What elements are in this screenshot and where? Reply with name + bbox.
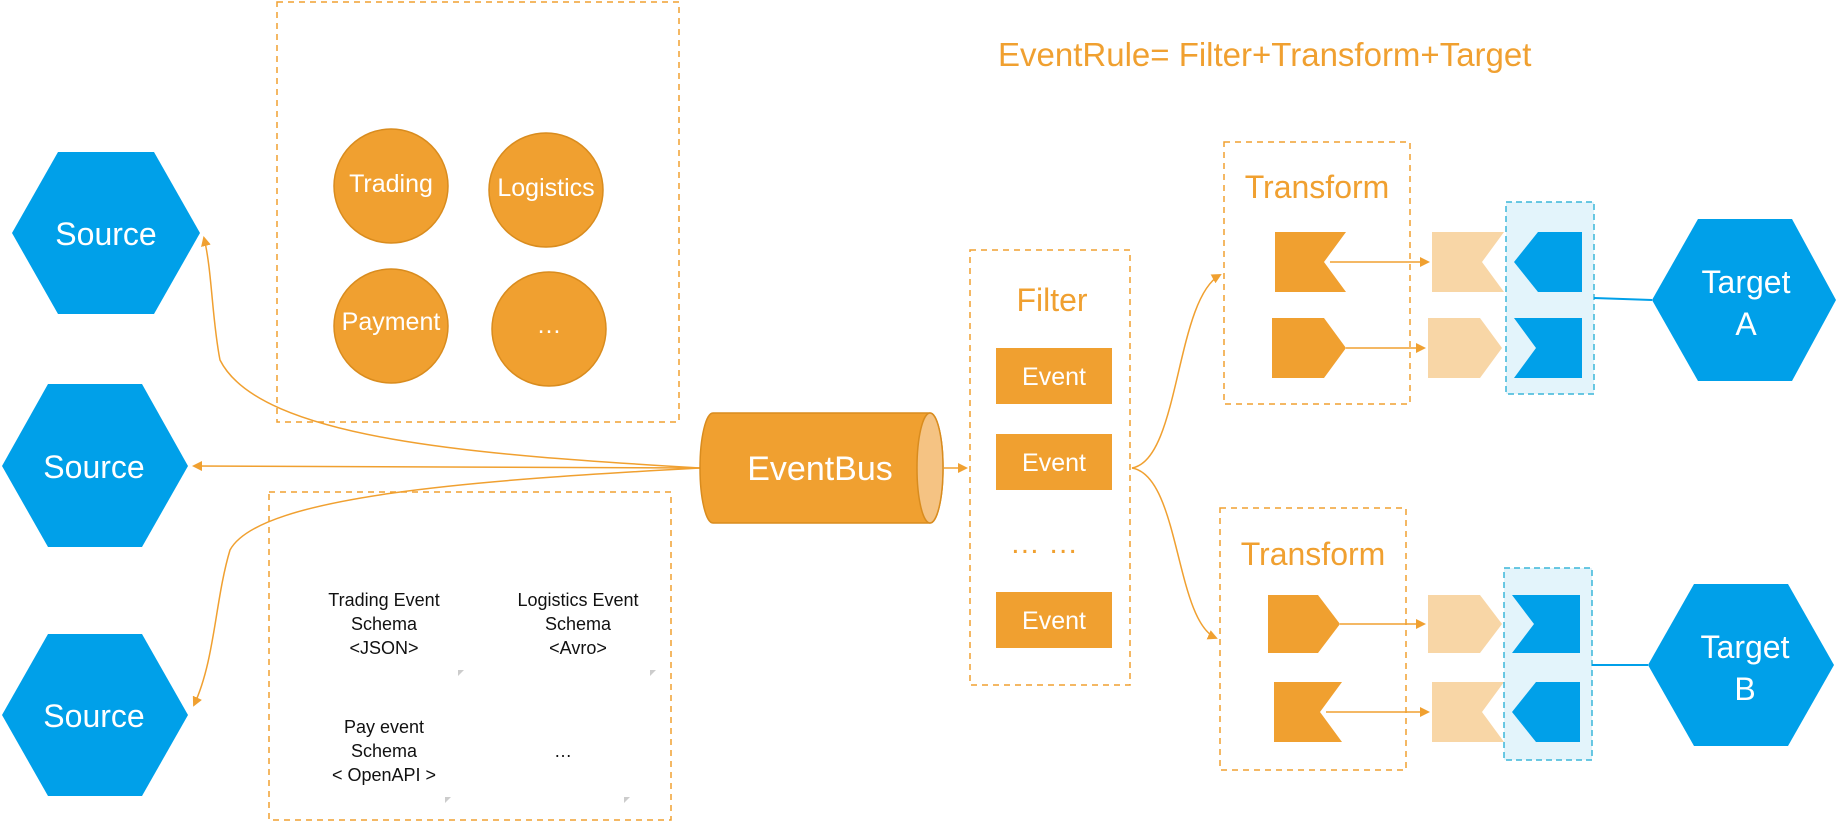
circle-label: Logistics: [497, 174, 594, 202]
schema-line: <Avro>: [549, 638, 607, 658]
target-hexagon-b: Target B: [1648, 584, 1834, 746]
target-label: Target: [1701, 629, 1790, 665]
frame-to-target-line: [1593, 297, 1653, 301]
schema-line: Trading Event: [328, 590, 439, 610]
transform-shape-pointed: [1268, 595, 1340, 653]
event-block-2: Event: [996, 434, 1112, 490]
page-corner-icon: [458, 670, 464, 676]
transform-box-b: Transform: [1219, 507, 1407, 771]
filter-label: Filter: [1016, 282, 1087, 318]
eventbus-label: EventBus: [747, 450, 893, 488]
filter-box: Filter Event Event … … Event: [969, 249, 1131, 686]
transform-label: Transform: [1241, 536, 1386, 572]
transform-shape-notched: [1274, 682, 1342, 742]
transform-to-mapping-arrows: [1326, 257, 1430, 717]
target-adapter-frame-a: [1505, 201, 1595, 395]
adapter-shape-right: [1512, 595, 1580, 653]
schema-line: Schema: [545, 614, 612, 634]
event-block-1: Event: [996, 348, 1112, 404]
diagram-title: EventRule= Filter+Transform+Target: [998, 36, 1531, 73]
circle-trading: Trading: [333, 128, 449, 244]
connector-arrow: [192, 461, 701, 472]
target-label: Target: [1702, 264, 1791, 300]
schema-box: Trading Event Schema <JSON> Logistics Ev…: [268, 491, 672, 821]
adapter-shape-left: [1514, 232, 1582, 292]
page-corner-icon: [650, 670, 656, 676]
connector-arrow: [201, 236, 701, 469]
circle-payment: Payment: [333, 268, 449, 384]
schema-line: …: [554, 741, 572, 761]
source-label: Source: [55, 216, 156, 252]
schema-ellipsis: …: [554, 741, 630, 803]
circle-label: …: [537, 311, 562, 339]
event-label: Event: [1022, 449, 1086, 477]
schema-logistics: Logistics Event Schema <Avro>: [517, 590, 656, 676]
bus-to-source-connectors: [192, 236, 701, 707]
source-hexagon-3: Source: [2, 634, 188, 796]
mapping-shape-notched: [1432, 682, 1504, 742]
event-label: Event: [1022, 607, 1086, 635]
source-label: Source: [43, 449, 144, 485]
source-hexagon-2: Source: [2, 384, 188, 547]
target-adapter-frame-b: [1503, 567, 1593, 761]
schema-line: Schema: [351, 614, 418, 634]
transform-shape-pointed: [1272, 318, 1346, 378]
eventbus-cylinder: EventBus: [699, 412, 944, 524]
schema-line: Logistics Event: [517, 590, 638, 610]
source-label: Source: [43, 698, 144, 734]
mapping-shape-notched: [1432, 232, 1504, 292]
schema-line: Pay event: [344, 717, 424, 737]
adapter-shape-right: [1514, 318, 1582, 378]
schema-trading: Trading Event Schema <JSON>: [328, 590, 464, 676]
schema-pay: Pay event Schema < OpenAPI >: [332, 717, 451, 803]
schema-line: Schema: [351, 741, 418, 761]
filter-ellipsis: … …: [1010, 527, 1078, 560]
connector-arrow: [192, 467, 701, 707]
mapping-shape-pointed: [1428, 318, 1502, 378]
page-corner-icon: [624, 797, 630, 803]
source-hexagon-1: Source: [12, 152, 200, 314]
adapter-shape-left: [1512, 682, 1580, 742]
circle-ellipsis: …: [491, 271, 607, 387]
schema-line: < OpenAPI >: [332, 765, 436, 785]
transform-box-a: Transform: [1223, 141, 1411, 405]
event-label: Event: [1022, 363, 1086, 391]
page-corner-icon: [445, 797, 451, 803]
transform-label: Transform: [1245, 169, 1390, 205]
circle-logistics: Logistics: [488, 132, 604, 248]
target-label: B: [1734, 671, 1755, 707]
mapping-shape-pointed: [1428, 595, 1502, 653]
connector-arrow: [1131, 467, 1218, 640]
event-sources-box: Trading Logistics Payment …: [276, 1, 680, 423]
transform-shape-notched: [1275, 232, 1346, 292]
event-block-3: Event: [996, 592, 1112, 648]
circle-label: Trading: [349, 170, 433, 198]
circle-label: Payment: [342, 308, 441, 336]
filter-to-transform-connectors: [1131, 274, 1222, 640]
target-label: A: [1735, 306, 1757, 342]
connector-arrow: [1131, 274, 1222, 469]
target-hexagon-a: Target A: [1652, 219, 1836, 381]
schema-line: <JSON>: [349, 638, 418, 658]
